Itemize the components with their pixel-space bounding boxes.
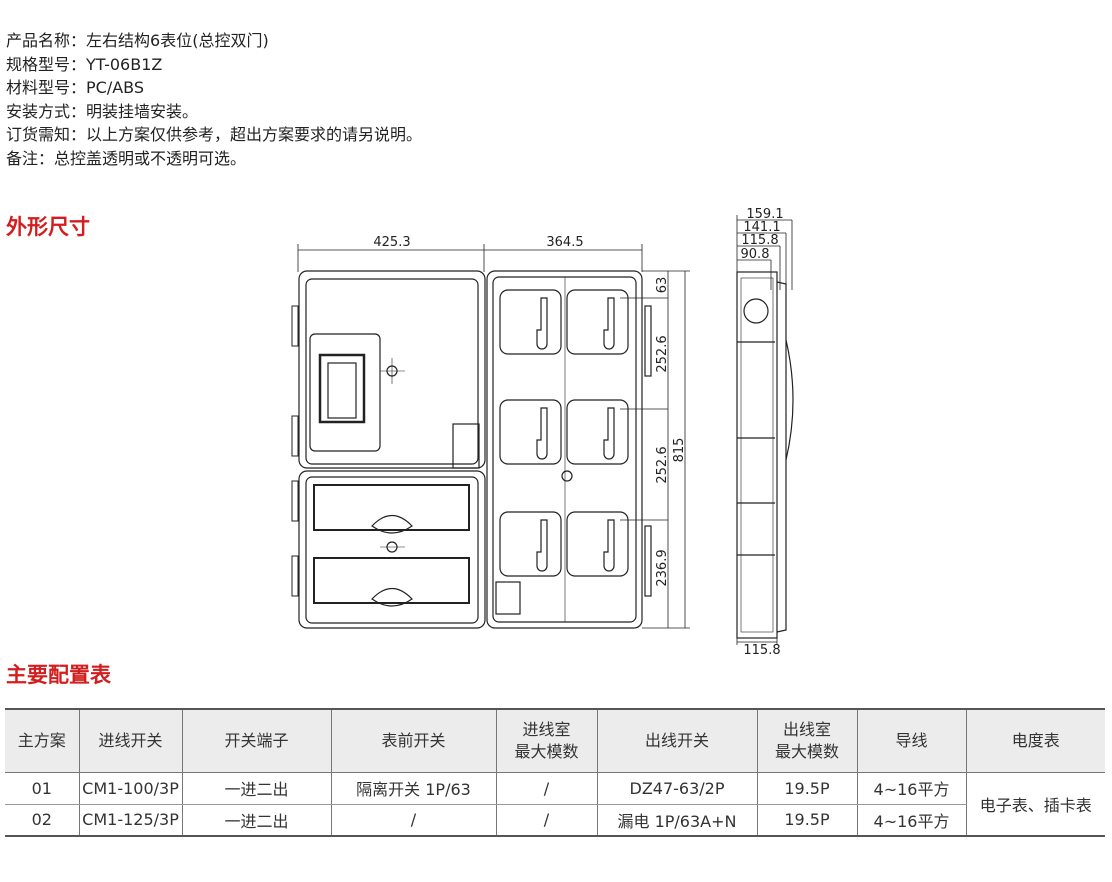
dim-depth-bottom: 115.8 bbox=[743, 643, 780, 658]
col-outgoing-max-modules: 出线室最大模数 bbox=[756, 709, 857, 773]
meter-slot bbox=[499, 289, 562, 355]
dim-width-left: 425.3 bbox=[373, 235, 410, 250]
dim-depth-115-8: 115.8 bbox=[741, 233, 778, 248]
cell: / bbox=[495, 772, 597, 805]
dim-depth-159-1: 159.1 bbox=[746, 207, 783, 222]
depth-dimensions bbox=[736, 215, 793, 645]
side-view bbox=[736, 271, 794, 639]
meter-hook bbox=[536, 519, 548, 572]
cell: 19.5P bbox=[756, 804, 857, 836]
hinge-marks bbox=[291, 305, 299, 597]
col-outgoing-switch: 出线开关 bbox=[596, 709, 757, 773]
left-door-bottom bbox=[298, 470, 486, 629]
cell: 隔离开关 1P/63 bbox=[330, 772, 496, 805]
cell: 4~16平方 bbox=[856, 804, 966, 836]
spec-material: 材料型号：PC/ABS bbox=[6, 78, 145, 98]
col-switch-terminal: 开关端子 bbox=[181, 709, 331, 773]
cell: 02 bbox=[31, 810, 52, 830]
col-wire: 导线 bbox=[856, 709, 966, 773]
heading-config: 主要配置表 bbox=[6, 663, 111, 687]
cell: CM1-100/3P bbox=[78, 772, 182, 805]
dim-63: 63 bbox=[655, 277, 670, 294]
cell: DZ47-63/2P bbox=[596, 772, 757, 805]
meter-slot bbox=[499, 511, 562, 577]
meter-hook bbox=[536, 297, 548, 350]
col-plan: 主方案 bbox=[5, 709, 79, 773]
table-row: 02 CM1-125/3P 一进二出 / / 漏电 1P/63A+N 19.5P… bbox=[5, 804, 1105, 836]
meter-hook bbox=[536, 407, 548, 460]
meter-hook bbox=[603, 519, 615, 572]
width-dimension bbox=[297, 244, 643, 272]
cell: 一进二出 bbox=[181, 804, 331, 836]
left-door-top bbox=[298, 270, 486, 469]
meter-slot bbox=[499, 399, 562, 465]
dim-252-6-b: 252.6 bbox=[655, 446, 670, 483]
cell: / bbox=[495, 804, 597, 836]
height-dimension bbox=[620, 270, 690, 629]
dim-depth-141-1: 141.1 bbox=[743, 220, 780, 235]
table-header: 主方案 进线开关 开关端子 表前开关 进线室最大模数 出线开关 出线室最大模数 … bbox=[5, 709, 1105, 773]
right-panel bbox=[486, 270, 652, 629]
cell-meter-type: 电子表、插卡表 bbox=[965, 772, 1105, 836]
cell: 漏电 1P/63A+N bbox=[596, 804, 757, 836]
dim-236-9: 236.9 bbox=[655, 549, 670, 586]
config-table: 主方案 进线开关 开关端子 表前开关 进线室最大模数 出线开关 出线室最大模数 … bbox=[5, 708, 1105, 837]
dimension-drawing: 425.3 364.5 bbox=[291, 207, 794, 658]
spec-installation: 安装方式：明装挂墙安装。 bbox=[6, 101, 199, 121]
spec-product-name: 产品名称：左右结构6表位(总控双门) bbox=[6, 31, 269, 50]
spec-order-notice: 订货需知：以上方案仅供参考，超出方案要求的请另说明。 bbox=[6, 125, 423, 145]
spec-model: 规格型号：YT-06B1Z bbox=[6, 54, 163, 74]
meter-slot bbox=[566, 399, 629, 465]
cell: 01 bbox=[5, 772, 79, 805]
dim-depth-90-8: 90.8 bbox=[741, 247, 770, 262]
cell: 一进二出 bbox=[181, 772, 331, 805]
dim-815: 815 bbox=[672, 438, 687, 463]
table-row: 01 CM1-100/3P 一进二出 隔离开关 1P/63 / DZ47-63/… bbox=[5, 772, 1105, 836]
col-meter: 电度表 bbox=[965, 709, 1105, 773]
product-spec-list: 产品名称：左右结构6表位(总控双门) 规格型号：YT-06B1Z 材料型号：PC… bbox=[6, 29, 422, 171]
meter-hook bbox=[603, 407, 615, 460]
dim-252-6-a: 252.6 bbox=[655, 335, 670, 372]
col-pre-meter-switch: 表前开关 bbox=[330, 709, 496, 773]
meter-slot bbox=[566, 289, 629, 355]
cell: CM1-125/3P bbox=[78, 804, 182, 836]
heading-dimensions: 外形尺寸 bbox=[6, 215, 90, 239]
cell: 19.5P bbox=[756, 772, 857, 805]
col-incoming-max-modules: 进线室最大模数 bbox=[495, 709, 597, 773]
meter-hook bbox=[603, 297, 615, 350]
dim-width-right: 364.5 bbox=[546, 235, 583, 250]
meter-slot bbox=[566, 511, 629, 577]
cell: 4~16平方 bbox=[856, 772, 966, 805]
cell: / bbox=[330, 804, 496, 836]
spec-remark: 备注：总控盖透明或不透明可选。 bbox=[6, 148, 247, 168]
meter-cells bbox=[499, 289, 629, 577]
col-incoming-switch: 进线开关 bbox=[78, 709, 182, 773]
